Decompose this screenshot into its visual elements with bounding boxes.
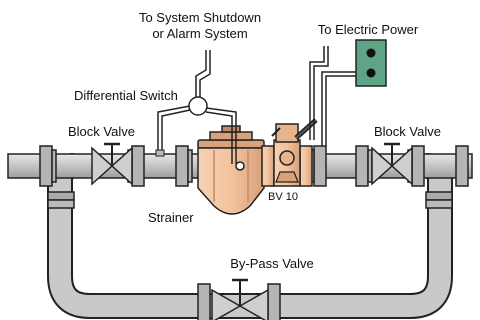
- bv10-label: BV 10: [268, 191, 298, 203]
- bypass-valve: [197, 278, 281, 320]
- junction-box: [355, 39, 387, 87]
- strainer: [197, 125, 265, 215]
- system-shutdown-label-line2: or Alarm System: [152, 26, 247, 41]
- switch-tap-left: [155, 149, 165, 157]
- strainer-label: Strainer: [148, 210, 194, 225]
- block-valve-left-label: Block Valve: [68, 124, 135, 139]
- electric-power-label: To Electric Power: [318, 22, 419, 37]
- electric-power-wiring: [309, 46, 356, 146]
- block-valve-left: [91, 142, 133, 186]
- bypass-flange-left: [47, 191, 75, 209]
- differential-switch-label: Differential Switch: [74, 88, 178, 103]
- system-shutdown-label-line1: To System Shutdown: [139, 10, 261, 25]
- bypass-valve-label: By-Pass Valve: [230, 256, 314, 271]
- block-valve-right-label: Block Valve: [374, 124, 441, 139]
- bv10-valve: [261, 118, 318, 187]
- differential-switch-tubing: [157, 50, 237, 164]
- block-valve-right: [371, 142, 413, 186]
- bypass-flange-right: [425, 191, 453, 209]
- differential-switch: [188, 96, 208, 116]
